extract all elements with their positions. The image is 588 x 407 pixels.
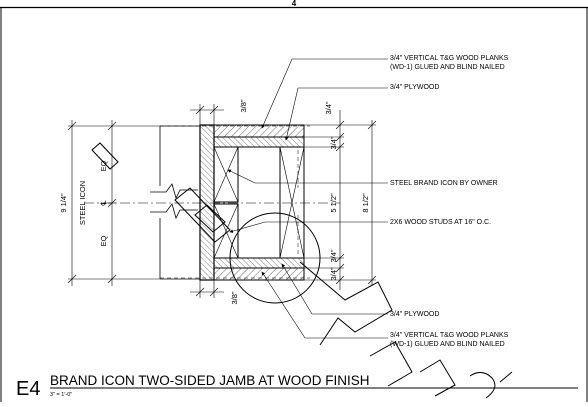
top-gap-dimension (190, 104, 224, 126)
wood-stud-right (279, 146, 305, 259)
dim-bottom-gap: 3/8" (230, 291, 239, 304)
steel-brand-icon (150, 124, 215, 281)
detail-title: BRAND ICON TWO-SIDED JAMB AT WOOD FINISH (50, 373, 370, 388)
note-bottom-planks-line1: 3/4" VERTICAL T&G WOOD PLANKS (390, 332, 509, 339)
dim-top-gap: 3/8" (239, 99, 248, 112)
right-dimension-string (304, 110, 377, 290)
left-dimension-string (67, 120, 160, 286)
top-plywood (213, 136, 305, 148)
note-steel-icon: STEEL BRAND ICON BY OWNER (390, 180, 498, 187)
dim-right-overall: 8 1/2" (361, 193, 370, 213)
note-top-planks-line1: 3/4" VERTICAL T&G WOOD PLANKS (390, 55, 509, 62)
sheet-border (0, 6, 588, 402)
detail-scale: 3" = 1'-0" (50, 392, 72, 398)
note-top-plywood: 3/4" PLYWOOD (390, 84, 439, 91)
note-top-planks-line2: (WD-1) GLUED AND BLIND NAILED (390, 64, 505, 71)
note-studs: 2X6 WOOD STUDS AT 16" O.C. (390, 219, 491, 226)
dim-right-top-ply: 3/4" (329, 136, 338, 149)
dim-eq-lower: EQ (99, 235, 108, 246)
bottom-wood-plank (213, 267, 305, 281)
note-bottom-plywood: 3/4" PLYWOOD (390, 311, 439, 318)
column-number: 4 (292, 0, 297, 8)
dim-steel-icon-label: STEEL ICON (78, 181, 87, 225)
dim-right-top-plank: 3/4" (324, 101, 333, 114)
detail-title-block: E4 BRAND ICON TWO-SIDED JAMB AT WOOD FIN… (16, 373, 578, 400)
dim-right-bottom-plank: 3/4" (329, 249, 338, 262)
bottom-plywood (213, 257, 305, 269)
centerline-symbol: ℄ (99, 200, 108, 205)
note-bottom-planks-line2: (WD-1) GLUED AND BLIND NAILED (390, 341, 505, 348)
dim-left-overall: 9 1/4" (59, 193, 68, 213)
wood-stud-upper (213, 146, 239, 203)
leader-lines (227, 58, 388, 339)
bottom-gap-dimension (190, 279, 224, 298)
dim-right-bottom-ply: 3/4" (329, 267, 338, 280)
dim-eq-upper: EQ (99, 160, 108, 171)
brand-icon-outline (229, 212, 513, 399)
top-wood-plank (213, 124, 305, 138)
detail-mark: E4 (16, 378, 40, 400)
dim-right-middle: 5 1/2" (329, 193, 338, 213)
